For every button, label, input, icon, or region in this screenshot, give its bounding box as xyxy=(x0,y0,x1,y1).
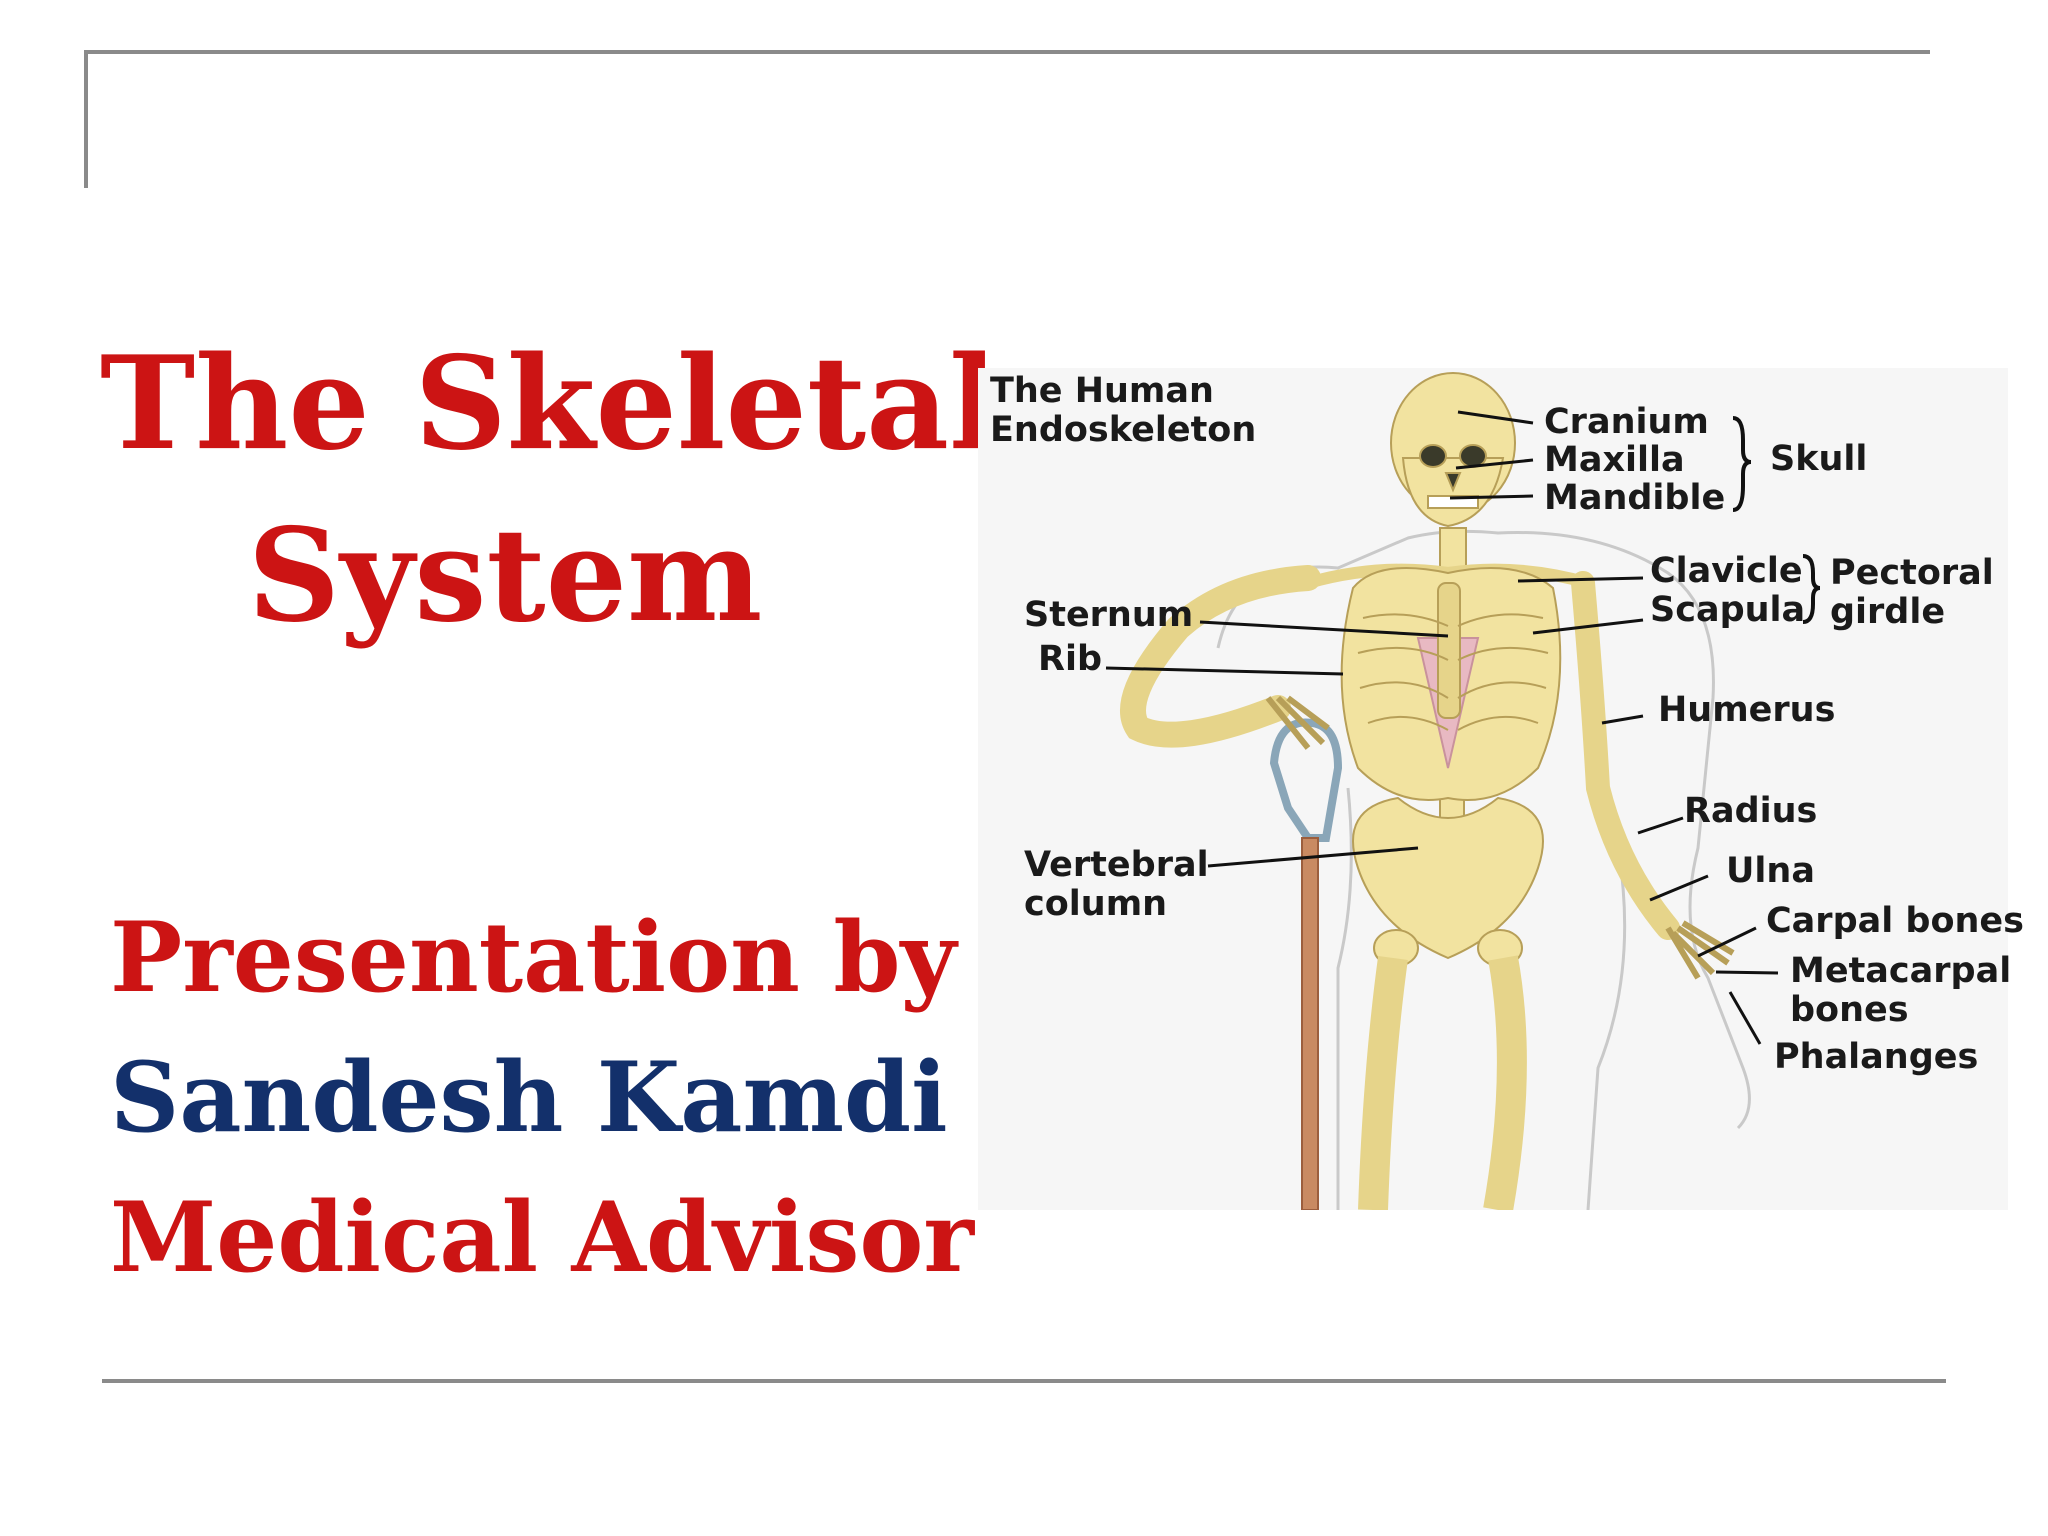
pectoral-girdle-brace xyxy=(1802,554,1821,624)
skeleton-illustration xyxy=(1105,372,1821,1210)
shovel-shaft xyxy=(1301,837,1319,1210)
slide-title: The Skeletal System xyxy=(100,318,998,662)
right-hand-bones xyxy=(1665,920,1735,980)
label-phalanges: Phalanges xyxy=(1774,1037,1979,1077)
label-clavicle: Clavicle xyxy=(1650,551,1803,591)
label-rib: Rib xyxy=(1038,639,1103,679)
title-line-1: The Skeletal xyxy=(100,329,998,479)
body-outline-right-leg xyxy=(1586,847,1627,1210)
byline-presenter-role: Medical Advisor xyxy=(110,1181,974,1294)
label-skull: Skull xyxy=(1770,439,1868,479)
skeleton-diagram: The Human Endoskeleton Cranium Maxilla M… xyxy=(978,368,2024,1210)
presenter-byline: Presentation by Sandesh Kamdi Medical Ad… xyxy=(110,888,974,1308)
left-femur xyxy=(1358,955,1408,1210)
label-carpal-bones: Carpal bones xyxy=(1766,901,2025,941)
left-arm-bones xyxy=(1120,565,1321,748)
title-line-2: System xyxy=(247,501,763,651)
ribs xyxy=(1357,613,1549,731)
bottom-rule xyxy=(102,1379,1946,1383)
left-eye-socket xyxy=(1419,444,1447,468)
left-rule xyxy=(84,50,88,188)
top-rule xyxy=(84,50,1930,54)
label-sternum: Sternum xyxy=(1024,595,1194,635)
right-femur xyxy=(1483,955,1527,1210)
nasal-cavity xyxy=(1444,472,1462,493)
sternum-shape xyxy=(1437,582,1461,719)
cervical-vertebrae xyxy=(1439,527,1467,569)
label-braces xyxy=(1732,416,1821,624)
label-ulna: Ulna xyxy=(1726,851,1815,891)
left-hand-bones xyxy=(1265,695,1330,750)
right-arm-bones xyxy=(1571,571,1680,940)
leader-lines xyxy=(1105,410,1779,1045)
right-eye-socket xyxy=(1459,444,1487,468)
label-maxilla: Maxilla xyxy=(1544,440,1685,480)
label-radius: Radius xyxy=(1684,791,1818,831)
label-cranium: Cranium xyxy=(1544,402,1709,442)
label-metacarpal-bones: Metacarpal bones xyxy=(1790,951,2012,1030)
label-pectoral-girdle: Pectoral girdle xyxy=(1830,553,1994,632)
pelvis xyxy=(1352,796,1544,960)
byline-presentation-by: Presentation by xyxy=(110,901,957,1014)
skull-brace xyxy=(1732,416,1752,512)
byline-presenter-name: Sandesh Kamdi xyxy=(110,1041,948,1154)
shovel-handle-grip xyxy=(1269,718,1343,842)
body-outline-left-leg xyxy=(1336,787,1353,1210)
label-scapula: Scapula xyxy=(1650,590,1806,630)
label-mandible: Mandible xyxy=(1544,478,1726,518)
label-humerus: Humerus xyxy=(1658,690,1836,730)
diagram-heading: The Human Endoskeleton xyxy=(990,371,1257,450)
label-vertebral-column: Vertebral column xyxy=(1024,845,1209,924)
